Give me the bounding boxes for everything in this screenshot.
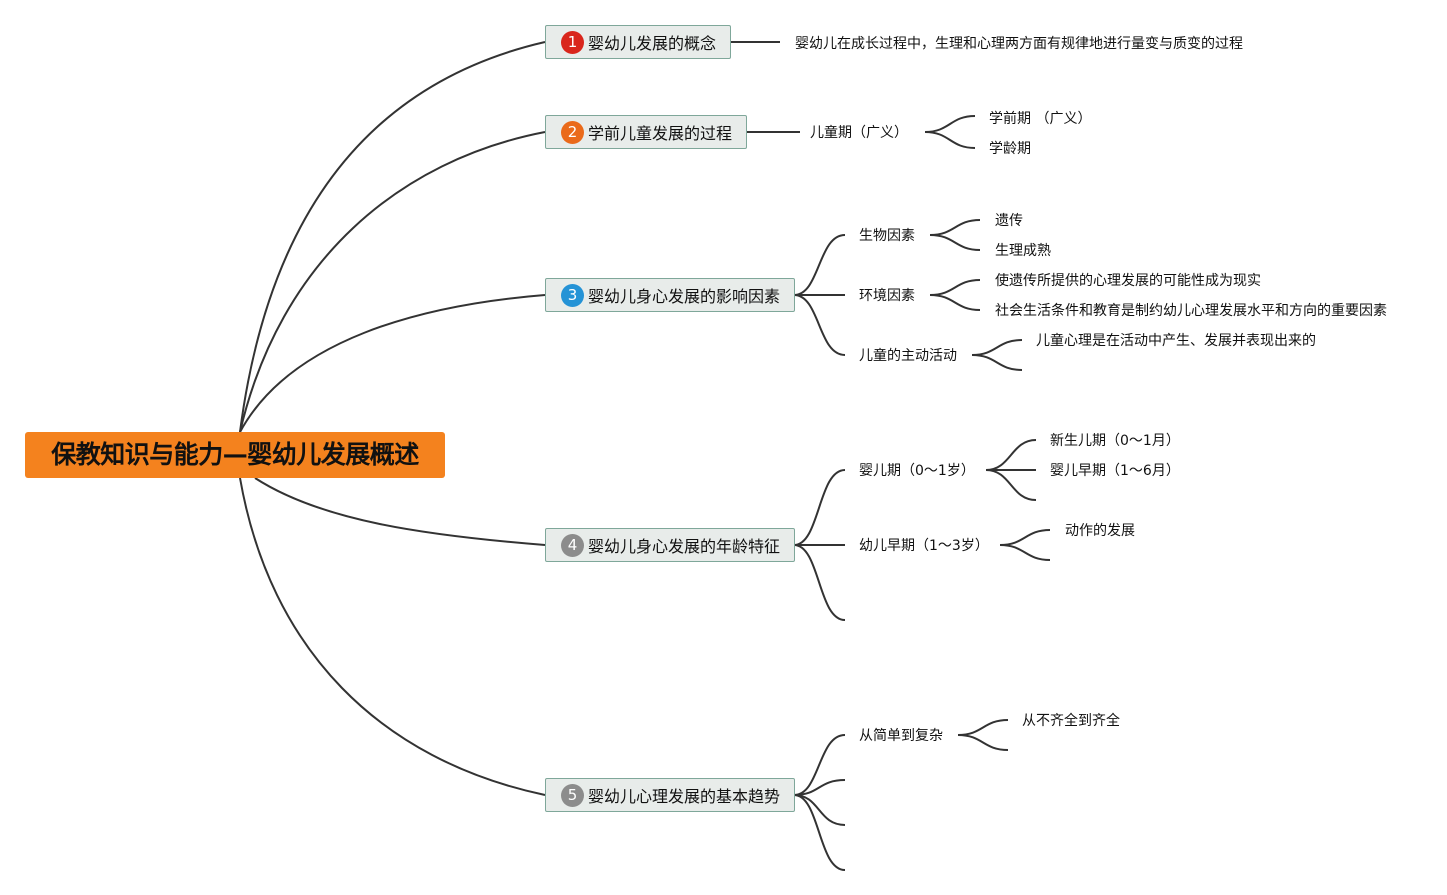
branch-label-5: 婴幼儿心理发展的基本趋势	[588, 787, 781, 806]
branch-topic-3[interactable]: 3 婴幼儿身心发展的影响因素	[545, 278, 795, 312]
link-b5-c1-item-2	[957, 734, 1009, 751]
link-b3-c3-item-2	[971, 354, 1023, 371]
branch-topic-2[interactable]: 2 学前儿童发展的过程	[545, 115, 747, 149]
b4-child-2[interactable]: 幼儿早期（1～3岁）	[859, 538, 989, 554]
number-badge-2: 2	[561, 120, 584, 144]
link-b5-child-1	[793, 734, 846, 796]
link-b5-child-2	[793, 779, 846, 796]
link-b3-c3-item-1	[971, 339, 1023, 356]
link-root-branch-2	[239, 131, 546, 433]
link-b4-child-1	[793, 469, 846, 546]
link-root-branch-4	[254, 477, 546, 546]
b4-c2-item-1[interactable]: 动作的发展	[1065, 523, 1135, 539]
link-b4-c1-item-3	[985, 469, 1037, 501]
b3-c3-item-1[interactable]: 儿童心理是在活动中产生、发展并表现出来的	[1036, 333, 1316, 349]
link-root-branch-3	[239, 294, 546, 433]
b2-c1-item-2[interactable]: 学龄期	[989, 141, 1031, 157]
link-b3-c1-item-2	[929, 234, 981, 251]
link-b3-c1-item-1	[929, 219, 981, 236]
b3-c2-item-2[interactable]: 社会生活条件和教育是制约幼儿心理发展水平和方向的重要因素	[995, 303, 1387, 319]
link-b5-c1-item-1	[957, 719, 1009, 736]
link-b5-child-3	[793, 794, 846, 826]
b4-c1-item-1[interactable]: 新生儿期（0～1月）	[1050, 433, 1180, 449]
link-b3-child-3	[793, 294, 846, 356]
number-badge-1: 1	[561, 30, 584, 54]
number-badge-4: 4	[561, 533, 584, 557]
b5-child-1[interactable]: 从简单到复杂	[859, 728, 943, 744]
link-root-branch-5	[239, 477, 546, 796]
b3-c2-item-1[interactable]: 使遗传所提供的心理发展的可能性成为现实	[995, 273, 1261, 289]
branch-topic-5[interactable]: 5 婴幼儿心理发展的基本趋势	[545, 778, 795, 812]
branch-topic-1[interactable]: 1 婴幼儿发展的概念	[545, 25, 731, 59]
branch-label-2: 学前儿童发展的过程	[588, 124, 733, 143]
branch-label-3: 婴幼儿身心发展的影响因素	[588, 287, 781, 306]
number-badge-3: 3	[561, 283, 584, 307]
b5-c1-item-1[interactable]: 从不齐全到齐全	[1022, 713, 1120, 729]
link-b2-item-1	[924, 115, 976, 133]
link-b4-c2-item-2	[999, 544, 1051, 561]
b3-child-2[interactable]: 环境因素	[859, 288, 915, 304]
link-b3-c2-item-1	[929, 279, 981, 296]
link-root-branch-1	[239, 41, 546, 433]
link-b3-c2-item-2	[929, 294, 981, 311]
root-topic[interactable]: 保教知识与能力—婴幼儿发展概述	[25, 432, 445, 478]
branch-topic-4[interactable]: 4 婴幼儿身心发展的年龄特征	[545, 528, 795, 562]
b3-child-1[interactable]: 生物因素	[859, 228, 915, 244]
link-b4-child-3	[793, 544, 846, 621]
link-b4-c2-item-1	[999, 529, 1051, 546]
link-b5-child-4	[793, 794, 846, 871]
link-b2-item-2	[924, 131, 976, 149]
b3-c1-item-1[interactable]: 遗传	[995, 213, 1023, 229]
branch-label-4: 婴幼儿身心发展的年龄特征	[588, 537, 781, 556]
number-badge-5: 5	[561, 783, 584, 807]
b3-child-3[interactable]: 儿童的主动活动	[859, 348, 957, 364]
b3-c1-item-2[interactable]: 生理成熟	[995, 243, 1051, 259]
link-b3-child-1	[793, 234, 846, 296]
b4-child-1[interactable]: 婴儿期（0～1岁）	[859, 463, 975, 479]
b2-child-1[interactable]: 儿童期（广义）	[810, 125, 908, 141]
b2-c1-item-1[interactable]: 学前期 （广义）	[989, 111, 1092, 127]
link-b4-c1-item-1	[985, 439, 1037, 471]
b4-c1-item-2[interactable]: 婴儿早期（1～6月）	[1050, 463, 1180, 479]
branch-label-1: 婴幼儿发展的概念	[588, 34, 717, 53]
b1-detail[interactable]: 婴幼儿在成长过程中，生理和心理两方面有规律地进行量变与质变的过程	[795, 36, 1243, 52]
